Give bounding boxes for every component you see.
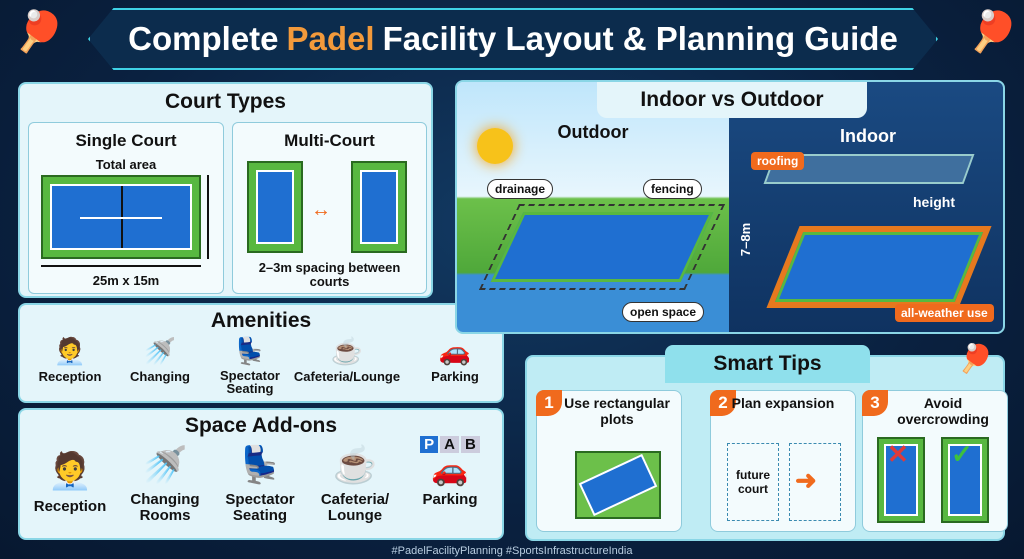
tip-card-1: 1 Use rectangular plots — [536, 390, 682, 532]
sun-icon — [477, 128, 513, 164]
addon-label: Changing Rooms — [130, 491, 200, 524]
seating-icon: 💺 — [233, 336, 267, 366]
future-court-box: future court — [727, 443, 779, 521]
court-types-panel: Court Types Single Court Total area 25m … — [18, 82, 433, 298]
tip-text: Use rectangular plots — [564, 395, 670, 427]
card-title: Multi-Court — [284, 131, 375, 150]
coffee-cup-icon: ☕ — [330, 336, 364, 366]
reception-desk-icon: 🧑‍💼 — [47, 450, 93, 491]
tip-text: Plan expansion — [731, 395, 835, 411]
indoor-title: Indoor — [840, 126, 896, 146]
section-title-tab: Indoor vs Outdoor — [597, 82, 867, 118]
rectangular-plot-icon — [575, 451, 661, 519]
amenity-label: Parking — [431, 369, 479, 384]
width-arrow — [41, 265, 201, 267]
addon-label: Reception — [33, 498, 107, 515]
court-diagram — [41, 175, 201, 259]
parking-sign-icon: P A B — [405, 436, 495, 453]
open-space-label: open space — [622, 302, 705, 322]
indoor-outdoor-panel: Outdoor drainage fencing open space Indo… — [455, 80, 1005, 334]
seating-icon: 💺 — [237, 444, 283, 485]
addon-label: Parking — [422, 491, 478, 508]
amenity-changing: 🚿 Changing — [115, 335, 205, 384]
total-area-label: Total area — [95, 157, 157, 172]
crowded-court-icon — [877, 437, 925, 523]
addon-label: Cafeteria/ Lounge — [320, 491, 390, 524]
section-title: Amenities — [210, 309, 312, 332]
dimensions-label: 25m x 15m — [92, 273, 160, 288]
parking-car-icon: 🚗 — [438, 336, 472, 366]
amenity-label: Reception — [38, 369, 102, 384]
arrow-right-icon: ➜ — [795, 465, 817, 495]
spacing-arrow-icon: ↔ — [311, 199, 331, 221]
addon-reception: 🧑‍💼 Reception — [25, 446, 115, 515]
cross-icon: ✕ — [887, 439, 909, 469]
outdoor-scene: Outdoor drainage fencing open space — [457, 82, 729, 332]
outdoor-title: Outdoor — [557, 122, 629, 142]
amenity-label: Changing — [130, 369, 190, 384]
court-diagram — [351, 161, 407, 253]
addon-cafeteria: ☕ Cafeteria/ Lounge — [310, 440, 400, 524]
tip-number: 3 — [862, 390, 888, 416]
section-title-tab: Smart Tips — [665, 345, 870, 383]
multi-court-card: Multi-Court ↔ 2–3m spacing between court… — [232, 122, 427, 294]
card-title: Single Court — [75, 131, 177, 150]
section-title: Court Types — [165, 90, 286, 113]
addon-label: Spectator Seating — [225, 491, 295, 524]
amenities-panel: Amenities 🧑‍💼 Reception 🚿 Changing 💺Specta… — [18, 303, 504, 403]
coffee-table-icon: ☕ — [332, 444, 378, 485]
indoor-court — [767, 226, 991, 308]
racket-icon-left: 🏓 — [14, 10, 64, 54]
expansion-box — [789, 443, 841, 521]
amenity-label: Cafeteria/Lounge — [293, 369, 401, 384]
title-text: Complete — [128, 20, 279, 57]
car-icon: 🚗 — [431, 454, 469, 487]
all-weather-label: all-weather use — [895, 304, 994, 322]
tip-card-3: 3 Avoid overcrowding ✕ ✓ — [862, 390, 1008, 532]
addon-parking: P A B 🚗 Parking — [405, 436, 495, 508]
locker-shower-icon: 🚿 — [143, 336, 177, 366]
height-value: 7–8m — [738, 222, 754, 257]
indoor-scene: Indoor roofing height 7–8m all-weather u… — [729, 82, 1003, 332]
fencing-label: fencing — [643, 179, 702, 199]
single-court-card: Single Court Total area 25m x 15m — [28, 122, 224, 294]
tip-card-2: 2 Plan expansion future court ➜ — [710, 390, 856, 532]
tip-text: Avoid overcrowding — [897, 395, 989, 427]
amenity-seating: 💺Spectator Seating — [205, 335, 295, 395]
amenity-reception: 🧑‍💼 Reception — [25, 335, 115, 384]
roofing-label: roofing — [751, 152, 805, 170]
rackets-icon: 🏓 — [958, 343, 993, 374]
title-text: Facility Layout & Planning Guide — [382, 20, 898, 57]
locker-shower-icon: 🚿 — [142, 444, 188, 485]
tip-number: 1 — [536, 390, 562, 416]
reception-desk-icon: 🧑‍💼 — [53, 336, 87, 366]
spacing-label: 2–3m spacing between courts — [258, 260, 401, 289]
height-arrow — [207, 175, 209, 259]
height-label: height — [913, 194, 955, 210]
title-accent: Padel — [286, 20, 375, 57]
check-icon: ✓ — [951, 439, 973, 469]
amenity-cafeteria: ☕ Cafeteria/Lounge — [292, 335, 402, 384]
racket-icon-right: 🏓 — [968, 10, 1018, 54]
tip-number: 2 — [710, 390, 736, 416]
page-title: Complete Padel Facility Layout & Plannin… — [88, 8, 938, 70]
outdoor-court — [481, 204, 723, 290]
parking-letter: P — [420, 436, 439, 453]
parking-letter: B — [461, 436, 480, 453]
drainage-label: drainage — [487, 179, 554, 199]
section-title: Space Add-ons — [184, 414, 338, 437]
addons-panel: Space Add-ons 🧑‍💼 Reception 🚿 Changing Roo… — [18, 408, 504, 540]
parking-letter: A — [440, 436, 459, 453]
addon-changing: 🚿 Changing Rooms — [120, 440, 210, 524]
addon-seating: 💺 Spectator Seating — [215, 440, 305, 524]
amenity-parking: 🚗 Parking — [410, 335, 500, 384]
spaced-court-icon — [941, 437, 989, 523]
footer-hashtags: #PadelFacilityPlanning #SportsInfrastruc… — [391, 545, 633, 557]
court-diagram — [247, 161, 303, 253]
amenity-label: Spectator Seating — [220, 368, 280, 396]
